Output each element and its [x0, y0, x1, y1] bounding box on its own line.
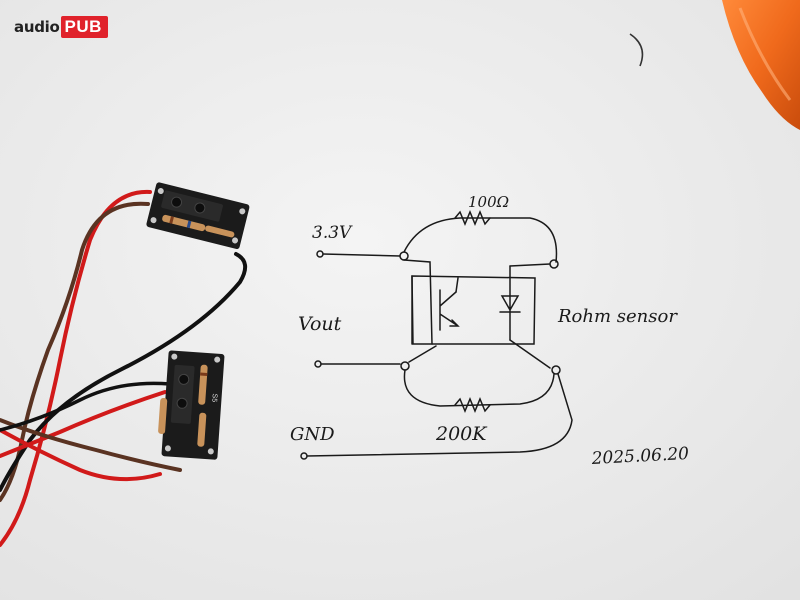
wire-3v3	[322, 253, 401, 257]
resistor-bottom	[454, 397, 491, 413]
wire-gnd	[306, 373, 573, 457]
board-silkscreen: S5	[210, 393, 218, 402]
label-sensor: Rohm sensor	[557, 306, 678, 327]
wire-sensor-out	[408, 339, 551, 369]
wire-top-arc	[403, 217, 558, 263]
label-bottom-resistor: 200K	[435, 423, 488, 445]
sensor-board-bottom: S5	[158, 350, 225, 460]
label-top-resistor: 100Ω	[468, 193, 509, 211]
pen-mark	[629, 33, 644, 67]
wire-black-lower	[0, 381, 172, 432]
wire-red-lower	[0, 390, 167, 458]
node-mid-right	[551, 365, 561, 375]
label-supply: 3.3V	[312, 223, 353, 243]
wire-top-right	[509, 263, 551, 267]
schematic-sketch	[300, 210, 573, 460]
label-output: Vout	[298, 313, 342, 335]
wire-red-loop	[0, 428, 162, 482]
phototransistor-symbol	[439, 289, 460, 331]
brand-prefix: audio	[14, 18, 60, 36]
brand-suffix: PUB	[60, 16, 108, 38]
sensor-left-leads	[403, 259, 459, 345]
wire-bottom-loop	[403, 369, 555, 407]
sensor-board-top	[146, 182, 250, 250]
resistor-top	[454, 210, 491, 226]
wire-brown-lower	[0, 418, 182, 472]
photodiode-symbol	[499, 265, 521, 341]
label-ground: GND	[290, 424, 335, 445]
wire-bundle	[0, 189, 248, 547]
orange-object	[722, 0, 800, 130]
